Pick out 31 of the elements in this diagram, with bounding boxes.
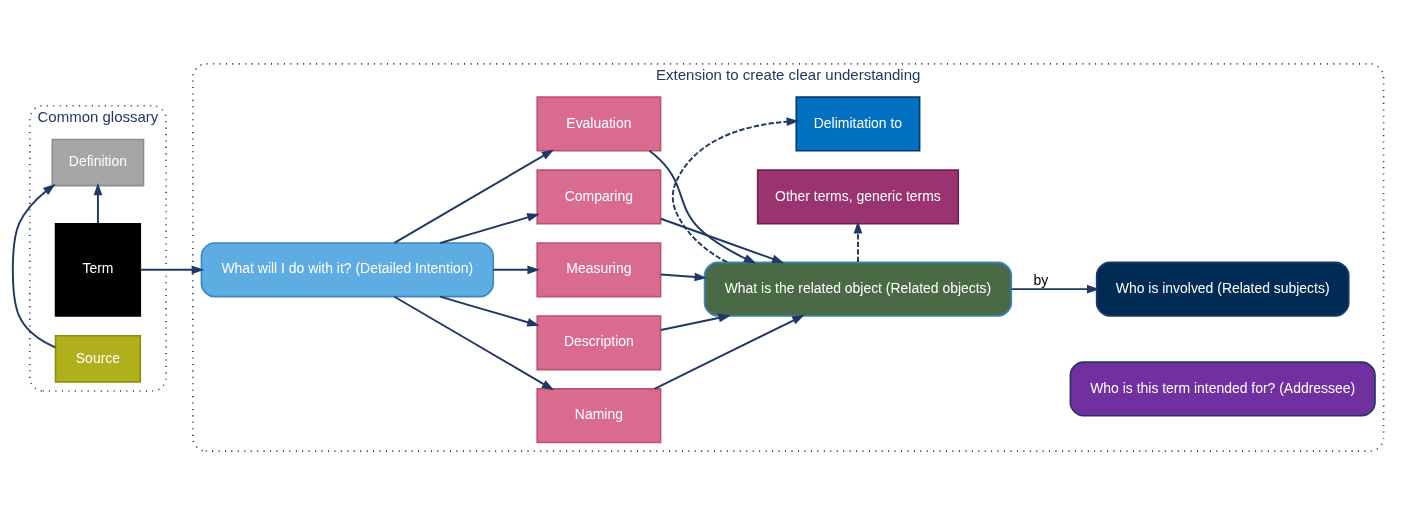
arrow [653, 314, 805, 390]
arrow [659, 313, 732, 331]
node-box: Term [54, 222, 142, 317]
arrow [492, 264, 540, 274]
node-box: Other terms, generic terms [756, 168, 960, 224]
arrow [1010, 284, 1100, 293]
node-box: What will I do with it? (Detailed Intention) [200, 241, 495, 297]
arrow [439, 295, 540, 326]
node-box: Definition [51, 138, 145, 186]
edge-label: by [1033, 271, 1049, 288]
node-box: Source [54, 334, 142, 383]
arrow [11, 183, 57, 348]
arrow [139, 264, 205, 274]
node-box: Who is this term intended for? (Addressee) [1069, 360, 1376, 417]
node-box: Naming [536, 387, 662, 443]
arrow [659, 217, 785, 263]
arrow [439, 212, 540, 244]
arrow [659, 272, 707, 281]
node-box: Who is involved (Related subjects) [1095, 261, 1350, 317]
node-box: What is the related object (Related objects) [703, 261, 1013, 317]
node-box: Measuring [536, 241, 662, 297]
arrow [393, 149, 555, 244]
arrow [671, 116, 799, 263]
node-box: Description [536, 314, 662, 370]
arrow [93, 182, 103, 224]
node-box: Evaluation [536, 95, 662, 152]
node-box: Comparing [536, 168, 662, 224]
node-box: Delimitation to [795, 95, 921, 152]
arrow [393, 295, 555, 390]
arrow [853, 220, 863, 263]
arrow [648, 149, 757, 263]
